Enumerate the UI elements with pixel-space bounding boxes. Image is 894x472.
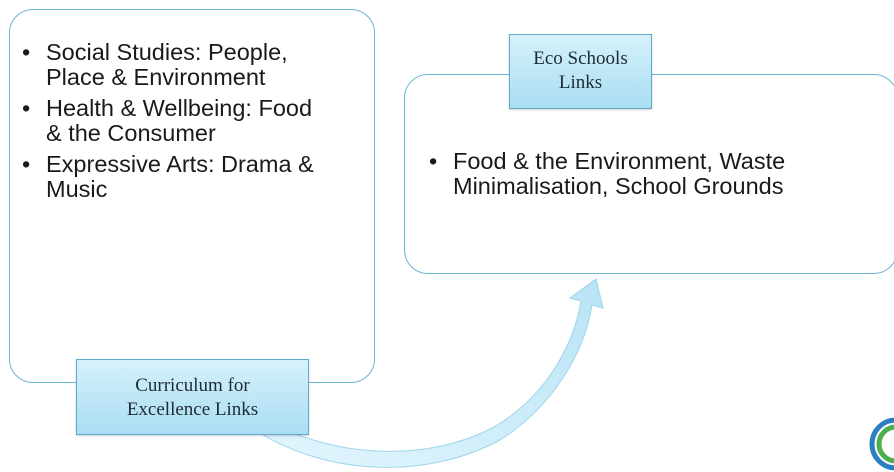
- eco-schools-list: Food & the Environment, Waste Minimalisa…: [0, 0, 785, 205]
- curriculum-list: Social Studies: People, Place & Environm…: [22, 40, 322, 208]
- circular-logo-icon: [869, 417, 894, 471]
- eco-schools-label-line: Links: [558, 72, 603, 93]
- curriculum-item: Health & Wellbeing: Food & the Consumer: [22, 96, 322, 146]
- curriculum-label-line: Curriculum for: [135, 375, 250, 396]
- eco-schools-item: Food & the Environment, Waste Minimalisa…: [429, 149, 873, 199]
- eco-schools-label: Eco Schools Links: [509, 34, 652, 109]
- curriculum-label: Curriculum for Excellence Links: [76, 359, 309, 435]
- curriculum-item: Social Studies: People, Place & Environm…: [22, 40, 322, 90]
- curriculum-label-line: Excellence Links: [126, 399, 259, 420]
- eco-schools-label-line: Eco Schools: [533, 48, 628, 69]
- curriculum-item: Expressive Arts: Drama & Music: [22, 152, 322, 202]
